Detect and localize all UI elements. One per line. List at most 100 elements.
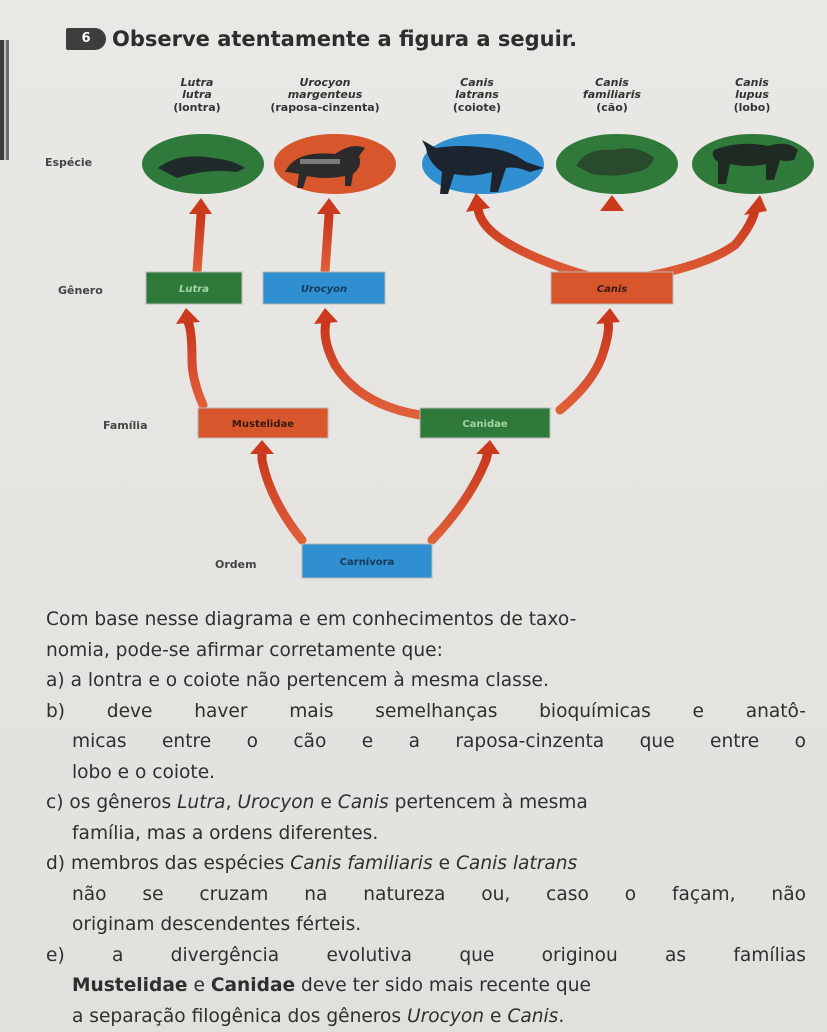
option-c-pre: os gêneros [69,792,172,813]
family-box-mustelidae: Mustelidae [197,407,329,439]
option-d-letter: d) [46,853,66,874]
rank-label-genero: Gênero [58,284,103,297]
species-oval-lontra [140,132,266,196]
species-label-cao: Canis familiaris (cão) [583,76,642,114]
family-box-canidae: Canidae [419,407,551,439]
species-oval-lobo [690,132,816,196]
wolf-silhouette-icon [712,143,798,184]
arrowhead-icon [250,440,274,454]
taxonomy-diagram: Lutra lutra (lontra) Urocyon margenteus … [45,76,816,579]
svg-text:Canidae: Canidae [462,419,508,430]
option-d[interactable]: d) membros das espécies Canis familiaris… [46,853,578,874]
option-c-line-2: família, mas a ordens diferentes. [72,822,379,844]
rank-label-ordem: Ordem [215,558,257,571]
arrowhead-icon [317,198,341,214]
option-d-species-2: Canis latrans [455,853,578,874]
otter-silhouette-icon [158,156,245,178]
arrowhead-icon [744,195,767,215]
svg-text:lupus: lupus [735,88,769,101]
option-e-genus-1: Urocyon [407,1005,485,1027]
svg-text:(coiote): (coiote) [453,101,501,114]
option-d-line-3: originam descendentes férteis. [72,914,362,935]
arrowhead-icon [596,308,620,324]
svg-text:Lutra: Lutra [181,76,214,89]
option-e-family-1: Mustelidae [72,975,188,996]
species-oval-raposa-cinzenta [272,132,398,196]
species-label-coiote: Canis latrans (coiote) [453,76,501,114]
option-c-genus-3: Canis [337,792,389,813]
species-oval-cao [554,132,680,196]
option-e-genus-2: Canis [507,1005,559,1027]
arrow-order-canidae [427,447,493,545]
option-c-post: pertencem à mesma [394,792,588,813]
option-b-letter: b) [46,700,66,722]
option-c-genus-1: Lutra [177,792,226,813]
species-oval-coiote [420,132,546,196]
svg-text:Canis: Canis [460,76,494,89]
option-d-species-1: Canis familiaris [290,853,433,874]
svg-text:latrans: latrans [455,88,499,101]
svg-text:Canis: Canis [735,76,769,89]
option-e-line-3: a separação filogênica dos gêneros Urocy… [72,1005,565,1027]
svg-text:Urocyon: Urocyon [301,284,347,295]
option-b-line-3: lobo e o coiote. [72,761,216,783]
species-label-lobo: Canis lupus (lobo) [734,76,771,114]
arrow-canis-lobo [607,205,760,287]
svg-text:Lutra: Lutra [179,284,209,295]
option-e-text-1: a divergência evolutiva que originou as … [111,944,806,966]
arrow-genus-urocyon [320,210,334,277]
svg-text:lutra: lutra [182,88,212,101]
page-margin-strip [0,40,14,160]
arrow-canis-coiote [473,203,617,287]
arrowhead-icon [176,308,200,324]
svg-text:Urocyon: Urocyon [300,76,351,89]
arrowhead-icon [466,193,490,212]
question-text: Com base nesse diagrama e em conheciment… [46,605,806,1032]
svg-text:Mustelidae: Mustelidae [232,419,294,430]
arrowhead-icon [314,308,338,324]
option-e-line-2: Mustelidae e Canidae deve ter sido mais … [72,975,591,996]
arrow-heads [176,193,767,454]
species-label-raposa-cinzenta: Urocyon margenteus (raposa-cinzenta) [270,76,379,114]
svg-text:margenteus: margenteus [288,88,363,101]
arrowhead-icon [476,440,500,454]
option-a[interactable]: a) a lontra e o coiote não pertencem à m… [46,666,806,697]
option-e-family-2: Canidae [210,975,296,996]
arrowhead-icon [189,198,212,214]
arrow-genus-lutra [192,210,206,277]
svg-text:(lontra): (lontra) [173,101,220,114]
option-a-letter: a) [46,670,65,691]
arrowhead-icon [600,195,624,211]
arrow-canidae-canis [555,317,613,415]
option-d-line-2: não se cruzam na natureza ou, caso o faç… [72,883,806,905]
arrow-order-mustelidae [257,447,307,545]
svg-text:(lobo): (lobo) [734,101,771,114]
option-c[interactable]: c) os gêneros Lutra, Urocyon e Canis per… [46,792,588,813]
option-c-genus-2: Urocyon [237,792,315,813]
option-a-text: a lontra e o coiote não pertencem à mesm… [70,670,549,691]
genus-box-canis: Canis [550,271,674,305]
species-label-lontra: Lutra lutra (lontra) [173,76,220,114]
svg-text:Canis: Canis [597,284,628,295]
option-e-letter: e) [46,944,65,966]
option-e[interactable]: e) a divergência evolutiva que originou … [46,941,806,972]
arrow-canidae-urocyon [320,317,425,420]
fox-silhouette-icon [285,146,365,188]
phylogeny-arrows [183,203,760,545]
svg-text:familiaris: familiaris [583,88,642,101]
question-header: 6 Observe atentamente a figura a seguir. [66,26,577,52]
svg-text:Canis: Canis [595,76,629,89]
svg-text:(raposa-cinzenta): (raposa-cinzenta) [270,101,379,114]
coyote-silhouette-icon [422,140,544,194]
option-b[interactable]: b) deve haver mais semelhanças bioquímic… [46,697,806,728]
option-b-text-1: deve haver mais semelhanças bioquímicas … [106,700,806,722]
option-d-pre: membros das espécies [70,853,285,874]
option-c-letter: c) [46,792,64,813]
genus-box-urocyon: Urocyon [262,271,386,305]
rank-label-especie: Espécie [45,156,92,169]
rank-label-familia: Família [103,419,148,432]
svg-text:(cão): (cão) [596,101,628,114]
dog-silhouette-icon [576,148,654,176]
order-box-carnivora: Carnívora [301,543,433,579]
option-b-line-2: micas entre o cão e a raposa-cinzenta qu… [72,731,806,752]
